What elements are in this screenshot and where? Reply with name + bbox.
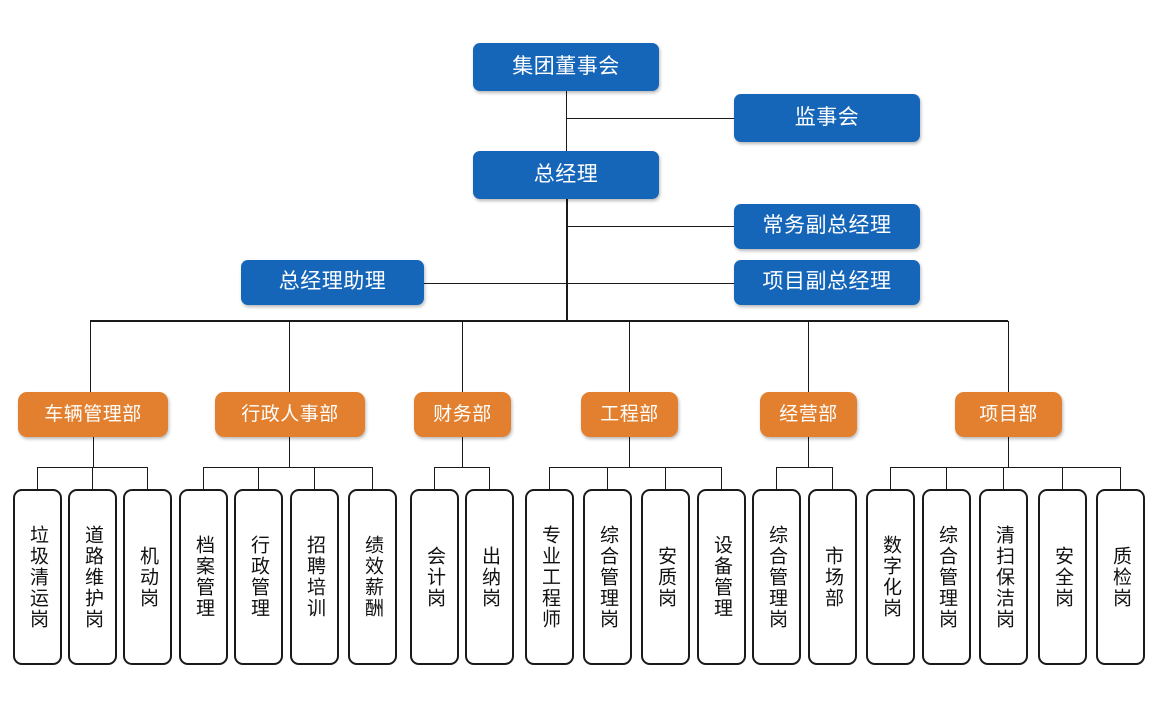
connector-bus-to-engineering — [629, 321, 630, 392]
node-position-recruitment-training[interactable]: 招聘培训 — [290, 489, 339, 665]
connector-bus-to-vehicle — [90, 321, 91, 392]
node-position-equipment-management[interactable]: 设备管理 — [697, 489, 746, 665]
connector-gm-to-exec-vgm — [566, 226, 734, 227]
connector-gm-spine — [566, 199, 568, 322]
node-position-marketing[interactable]: 市场部 — [808, 489, 857, 665]
node-position-quality-inspection[interactable]: 质检岗 — [1096, 489, 1145, 665]
node-general-manager[interactable]: 总经理 — [473, 151, 659, 199]
node-department-operations[interactable]: 经营部 — [760, 392, 857, 437]
node-position-road-maintenance[interactable]: 道路维护岗 — [68, 489, 117, 665]
connector-bus-to-finance — [462, 321, 463, 392]
node-position-cashier[interactable]: 出纳岗 — [465, 489, 514, 665]
connector-vehicle-child-2 — [147, 467, 148, 489]
connector-finance-bus — [434, 467, 489, 468]
node-department-project[interactable]: 项目部 — [955, 392, 1062, 437]
connector-operations-child-1 — [832, 467, 833, 489]
node-position-project-comprehensive-management[interactable]: 综合管理岗 — [922, 489, 971, 665]
connector-engineering-child-2 — [665, 467, 666, 489]
connector-operations-child-0 — [776, 467, 777, 489]
connector-project-child-1 — [946, 467, 947, 489]
connector-engineering-child-1 — [607, 467, 608, 489]
node-position-safety[interactable]: 安全岗 — [1038, 489, 1087, 665]
node-position-administrative-management[interactable]: 行政管理 — [234, 489, 283, 665]
connector-board-to-gm — [566, 91, 567, 151]
node-department-engineering[interactable]: 工程部 — [581, 392, 678, 437]
node-project-vice-gm[interactable]: 项目副总经理 — [734, 260, 920, 305]
connector-engineering-child-3 — [721, 467, 722, 489]
connector-bus-to-project — [1008, 321, 1009, 392]
connector-bus-to-admin-hr — [289, 321, 290, 392]
connector-project-bus — [890, 467, 1120, 468]
connector-vehicle-child-1 — [92, 467, 93, 489]
connector-adminhr-child-0 — [203, 467, 204, 489]
node-position-digitalization[interactable]: 数字化岗 — [866, 489, 915, 665]
node-board-of-directors[interactable]: 集团董事会 — [473, 43, 659, 91]
connector-operations-stem — [808, 437, 809, 467]
connector-gm-to-proj-vgm — [424, 283, 734, 284]
node-position-safety-quality[interactable]: 安质岗 — [641, 489, 690, 665]
node-gm-assistant[interactable]: 总经理助理 — [241, 260, 424, 305]
connector-operations-bus — [776, 467, 832, 468]
connector-engineering-child-0 — [549, 467, 550, 489]
node-supervisory-board[interactable]: 监事会 — [734, 94, 920, 142]
node-department-admin-hr[interactable]: 行政人事部 — [215, 392, 365, 437]
connector-engineering-bus — [549, 467, 721, 468]
connector-bus-to-operations — [808, 321, 809, 392]
node-position-performance-compensation[interactable]: 绩效薪酬 — [348, 489, 397, 665]
connector-project-child-2 — [1003, 467, 1004, 489]
connector-department-bus — [90, 320, 1008, 322]
connector-adminhr-child-1 — [258, 467, 259, 489]
connector-adminhr-bus — [203, 467, 373, 468]
connector-project-child-3 — [1062, 467, 1063, 489]
node-position-accounting[interactable]: 会计岗 — [410, 489, 459, 665]
node-position-engineering-comprehensive-management[interactable]: 综合管理岗 — [583, 489, 632, 665]
connector-project-child-0 — [890, 467, 891, 489]
connector-project-stem — [1008, 437, 1009, 467]
connector-finance-child-1 — [489, 467, 490, 489]
node-department-vehicle[interactable]: 车辆管理部 — [18, 392, 168, 437]
connector-engineering-stem — [629, 437, 630, 467]
node-position-garbage-transport[interactable]: 垃圾清运岗 — [13, 489, 62, 665]
node-position-professional-engineer[interactable]: 专业工程师 — [525, 489, 574, 665]
node-position-operations-comprehensive-management[interactable]: 综合管理岗 — [752, 489, 801, 665]
connector-finance-stem — [462, 437, 463, 467]
node-position-cleaning-sanitation[interactable]: 清扫保洁岗 — [979, 489, 1028, 665]
connector-project-child-4 — [1120, 467, 1121, 489]
connector-adminhr-child-2 — [314, 467, 315, 489]
node-position-archive-management[interactable]: 档案管理 — [179, 489, 228, 665]
connector-finance-child-0 — [434, 467, 435, 489]
connector-board-to-supervisory — [566, 118, 734, 119]
connector-adminhr-stem — [289, 437, 290, 467]
connector-vehicle-child-0 — [37, 467, 38, 489]
node-department-finance[interactable]: 财务部 — [414, 392, 511, 437]
connector-adminhr-child-3 — [372, 467, 373, 489]
connector-vehicle-stem — [93, 437, 94, 467]
node-executive-vice-gm[interactable]: 常务副总经理 — [734, 204, 920, 249]
node-position-mobile-unit[interactable]: 机动岗 — [123, 489, 172, 665]
